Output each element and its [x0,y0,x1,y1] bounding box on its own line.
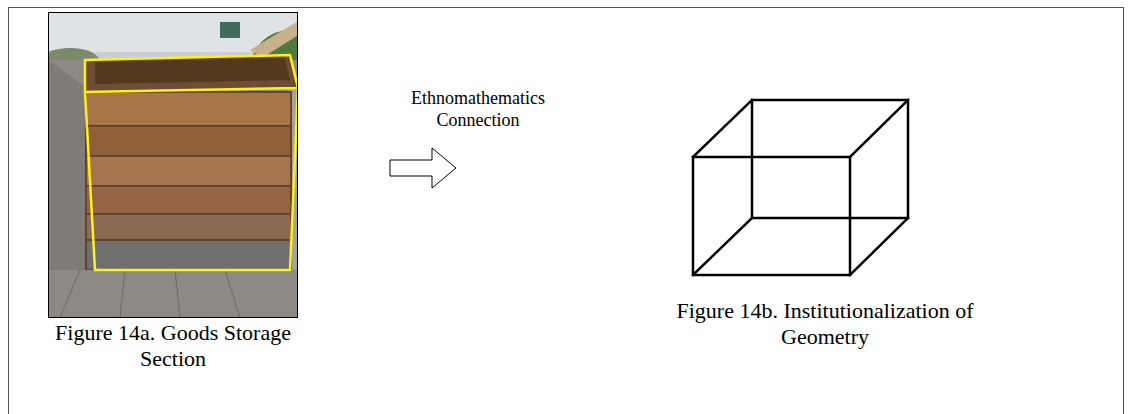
connection-label: Ethnomathematics Connection [393,88,563,131]
hollow-arrow [390,148,456,188]
figure-caption: Figure 14a. Goods Storage Section [23,320,323,373]
crate-photo [40,12,330,318]
figure-caption: Figure 14b. Institutionalization of Geom… [655,298,995,351]
cube-drawing [693,100,908,275]
outer-frame [8,7,1124,414]
